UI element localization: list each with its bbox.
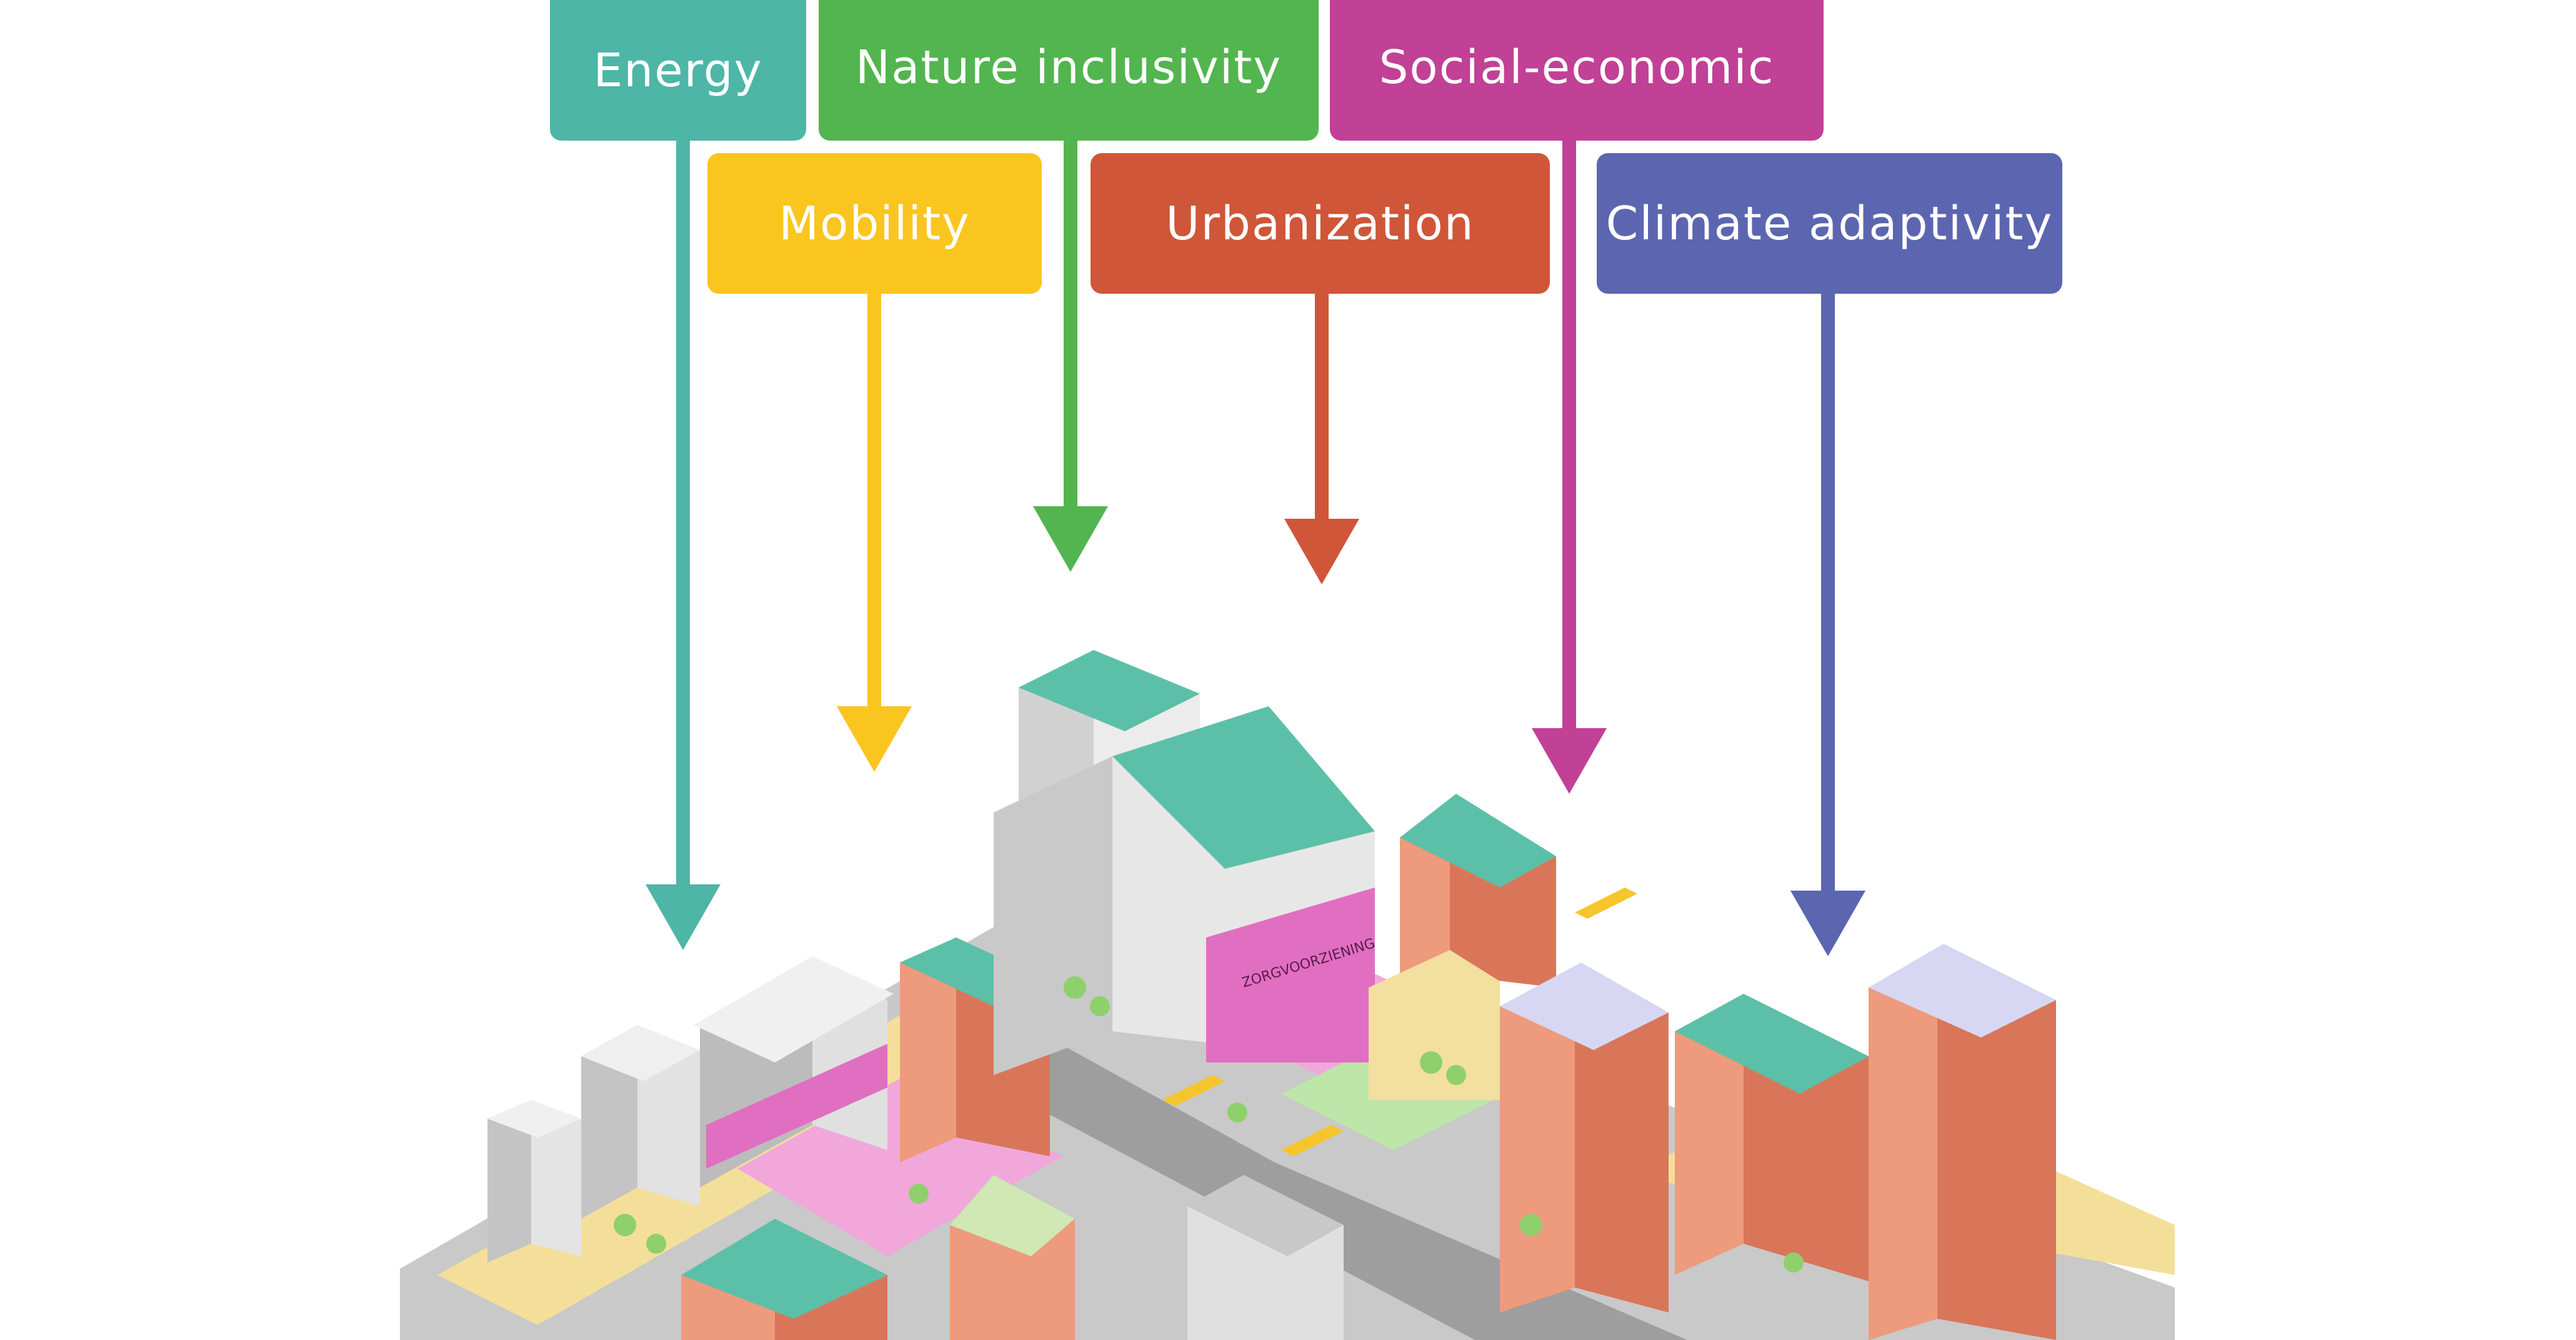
urbanization-label: Urbanization: [1091, 153, 1550, 294]
social-arrow-head: [1532, 728, 1607, 794]
urbanization-arrow-head: [1284, 519, 1359, 584]
energy-label: Energy: [550, 0, 806, 141]
urbanization-label-text: Urbanization: [1166, 196, 1475, 251]
energy-arrow-head: [646, 884, 721, 950]
mobility-label-text: Mobility: [779, 196, 971, 251]
grey-houses-foreground: [1187, 1175, 1344, 1340]
salmon-building-center-right: [1369, 794, 1556, 1100]
mobility-arrow-line: [867, 294, 881, 712]
buses: [1162, 888, 1637, 1156]
nature-arrow-head: [1033, 506, 1108, 572]
main-road: [975, 1031, 1687, 1340]
nature-label-text: Nature inclusivity: [855, 40, 1282, 94]
salmon-building-right-mid: [1675, 994, 1869, 1281]
social-arrow-line: [1562, 141, 1576, 734]
salmon-tower-right-1: [1500, 962, 1669, 1312]
energy-label-text: Energy: [593, 43, 763, 98]
social-label: Social-economic: [1330, 0, 1824, 141]
salmon-building-foreground: [681, 1219, 887, 1340]
climate-arrow-line: [1821, 294, 1835, 897]
mobility-arrow-head: [837, 706, 912, 772]
grey-building-block-left: [487, 956, 894, 1262]
nature-arrow-line: [1064, 141, 1077, 512]
climate-label: Climate adaptivity: [1597, 153, 2062, 294]
climate-arrow-head: [1790, 891, 1865, 956]
social-label-text: Social-economic: [1379, 40, 1775, 94]
grey-tower-center: ZORGVOORZIENING: [994, 650, 1377, 1075]
salmon-building-foreground-2: [950, 1175, 1075, 1340]
salmon-tower-right-2: [1869, 944, 2056, 1340]
climate-label-text: Climate adaptivity: [1605, 196, 2054, 251]
mobility-label: Mobility: [707, 153, 1042, 294]
urbanization-arrow-line: [1315, 294, 1329, 525]
trees: [614, 976, 1804, 1272]
energy-arrow-line: [676, 141, 690, 891]
nature-label: Nature inclusivity: [819, 0, 1319, 141]
